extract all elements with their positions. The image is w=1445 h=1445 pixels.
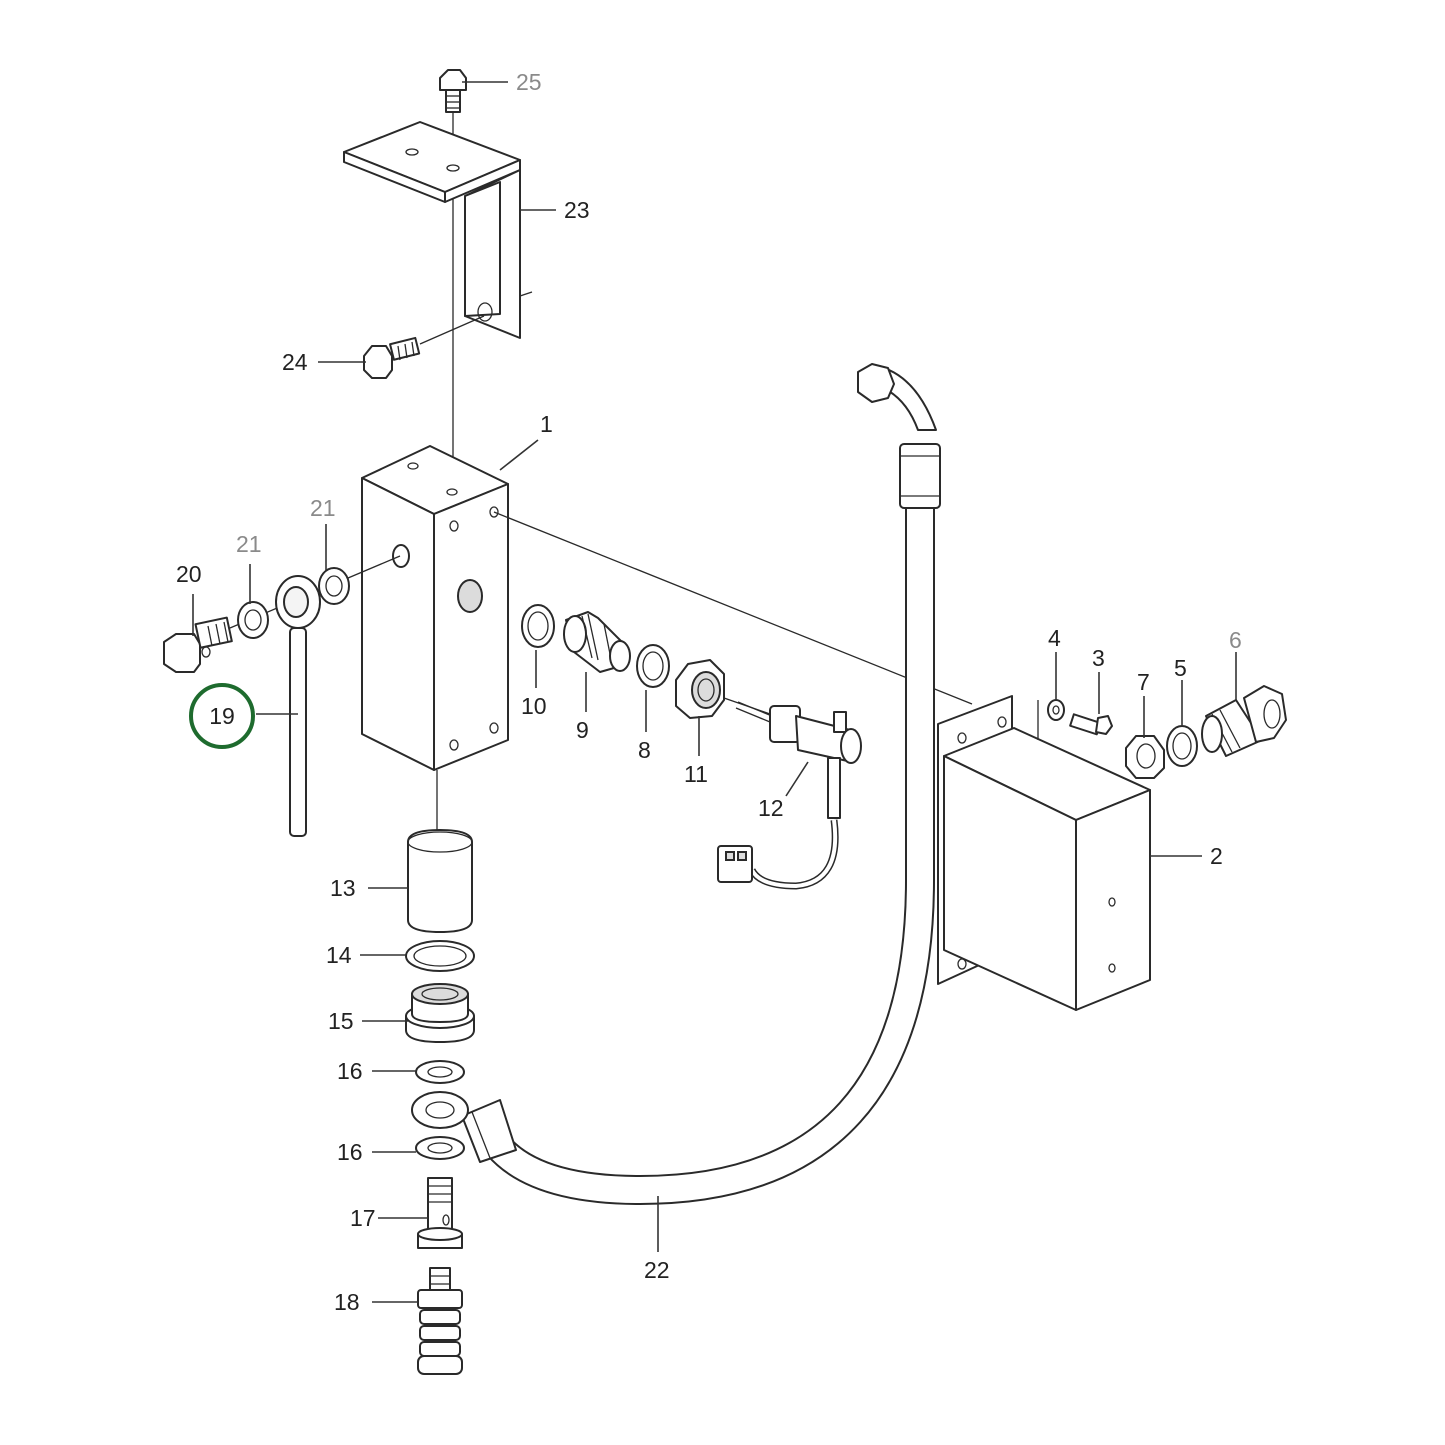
callout-22: 22 [644, 1257, 670, 1283]
callout-4: 4 [1048, 625, 1061, 651]
part-17-banjo-bolt [417, 1177, 463, 1249]
part-15-plug [405, 983, 475, 1043]
part-19-pipe [275, 575, 321, 837]
part-8-o-ring [636, 644, 670, 688]
part-25-bolt [439, 69, 467, 113]
callout-7: 7 [1137, 669, 1150, 695]
callout-2: 2 [1210, 843, 1223, 869]
part-24-bolt [363, 336, 421, 379]
callout-10: 10 [521, 693, 547, 719]
callout-labels: 25 23 24 1 20 21 21 10 9 8 11 12 13 14 1… [176, 69, 1242, 1315]
callout-21-left: 21 [236, 531, 262, 557]
callout-8: 8 [638, 737, 651, 763]
callout-19-highlight[interactable]: 19 [189, 683, 255, 749]
callout-6: 6 [1229, 627, 1242, 653]
callout-23: 23 [564, 197, 590, 223]
callout-12: 12 [758, 795, 784, 821]
leader-lines [192, 81, 1237, 1303]
part-11-nut [675, 659, 725, 719]
callout-9: 9 [576, 717, 589, 743]
callout-18: 18 [334, 1289, 360, 1315]
part-12-connector [717, 845, 753, 883]
callout-25: 25 [516, 69, 542, 95]
part-21-washer-right [318, 567, 350, 605]
callout-11: 11 [684, 761, 708, 787]
part-10-o-ring [521, 604, 555, 648]
part-22-hose [411, 363, 941, 1206]
callout-20: 20 [176, 561, 202, 587]
callout-5: 5 [1174, 655, 1187, 681]
callout-17: 17 [350, 1205, 376, 1231]
part-18-valve [417, 1267, 463, 1375]
callout-16-lower: 16 [337, 1139, 363, 1165]
callout-24: 24 [282, 349, 308, 375]
callout-3: 3 [1092, 645, 1105, 671]
part-20-banjo-bolt [163, 616, 233, 673]
part-23-bracket [343, 121, 533, 339]
callout-1: 1 [540, 411, 553, 437]
part-13-filter [407, 829, 473, 933]
callout-21-right: 21 [310, 495, 336, 521]
callout-19: 19 [209, 703, 235, 729]
part-16-washer-lower [415, 1136, 465, 1160]
callout-16-upper: 16 [337, 1058, 363, 1084]
callout-15: 15 [328, 1008, 354, 1034]
part-9-adapter [563, 611, 631, 673]
part-12-sensor [735, 701, 862, 819]
part-21-washer-left [237, 601, 269, 639]
part-5-o-ring [1166, 725, 1198, 767]
part-3-screw [1069, 713, 1113, 736]
part-4-washer [1047, 699, 1065, 721]
part-7-nut [1125, 735, 1165, 779]
part-2-housing [937, 695, 1151, 1011]
part-6-fitting [1201, 685, 1287, 757]
part-16-washer-upper [415, 1060, 465, 1084]
callout-14: 14 [326, 942, 352, 968]
callout-13: 13 [330, 875, 356, 901]
part-1-valve-block [361, 445, 509, 771]
part-14-o-ring [405, 940, 475, 972]
